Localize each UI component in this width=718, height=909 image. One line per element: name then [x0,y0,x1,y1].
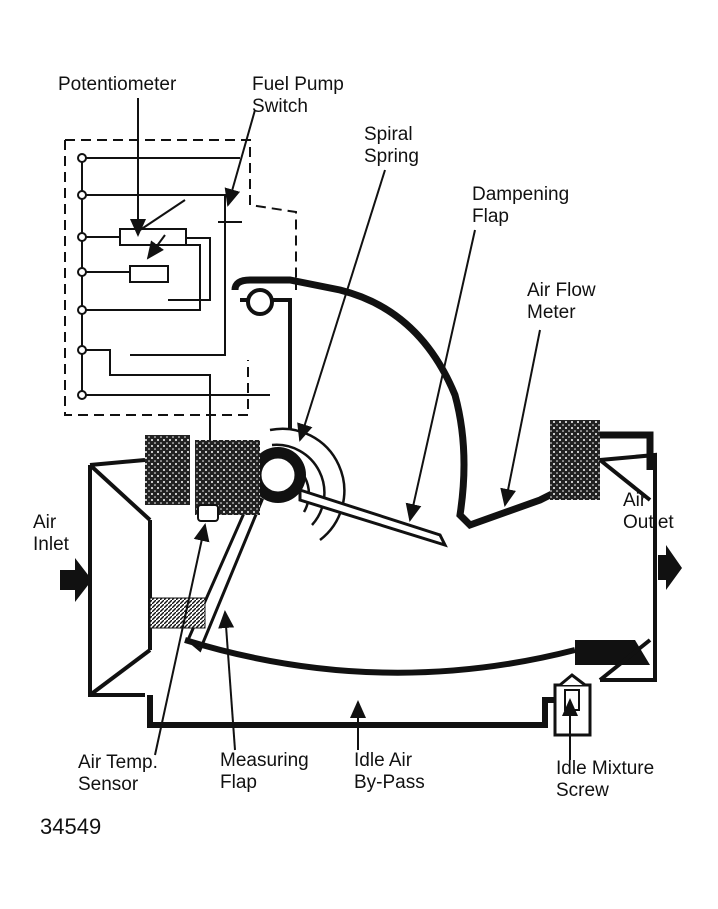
label-idle-mixture-screw: Idle Mixture Screw [556,758,655,801]
secondary-resistor [129,265,169,283]
outlet-flow-arrow [658,545,682,590]
label-fuel-pump-switch: Fuel Pump Switch [252,74,344,117]
inlet-upper-block [145,435,190,505]
duct-bottom-wall [147,695,555,728]
outlet-lower-block [575,640,650,665]
label-potentiometer: Potentiometer [58,74,177,95]
label-air-temp-sensor: Air Temp. Sensor [78,752,158,795]
duct-floor [184,637,576,676]
terminal-points [77,153,87,400]
idle-mixture-screw-body [553,673,592,737]
inlet-screen [149,597,206,629]
electrical-housing [64,139,297,416]
label-air-inlet: Air Inlet [33,512,69,555]
inlet-flow-arrow [60,558,92,602]
label-spiral-spring: Spiral Spring [364,124,419,167]
figure-number: 34549 [40,814,102,839]
outlet-upper-block [550,420,600,500]
wiper-tip [146,234,166,260]
air-temp-sensor-body [197,504,219,522]
label-measuring-flap: Measuring Flap [220,750,309,793]
wiper-arm [139,199,186,231]
label-idle-air-bypass: Idle Air By-Pass [354,750,425,793]
label-dampening-flap: Dampening Flap [472,184,570,227]
label-air-flow-meter: Air Flow Meter [527,280,596,323]
dampening-flap-arm [298,487,448,548]
flap-pivot-center [258,455,298,495]
label-air-outlet: Air Outlet [623,490,674,533]
potentiometer-resistor [119,228,187,246]
leader-lines [130,98,578,760]
inlet-throat-block [195,440,260,515]
